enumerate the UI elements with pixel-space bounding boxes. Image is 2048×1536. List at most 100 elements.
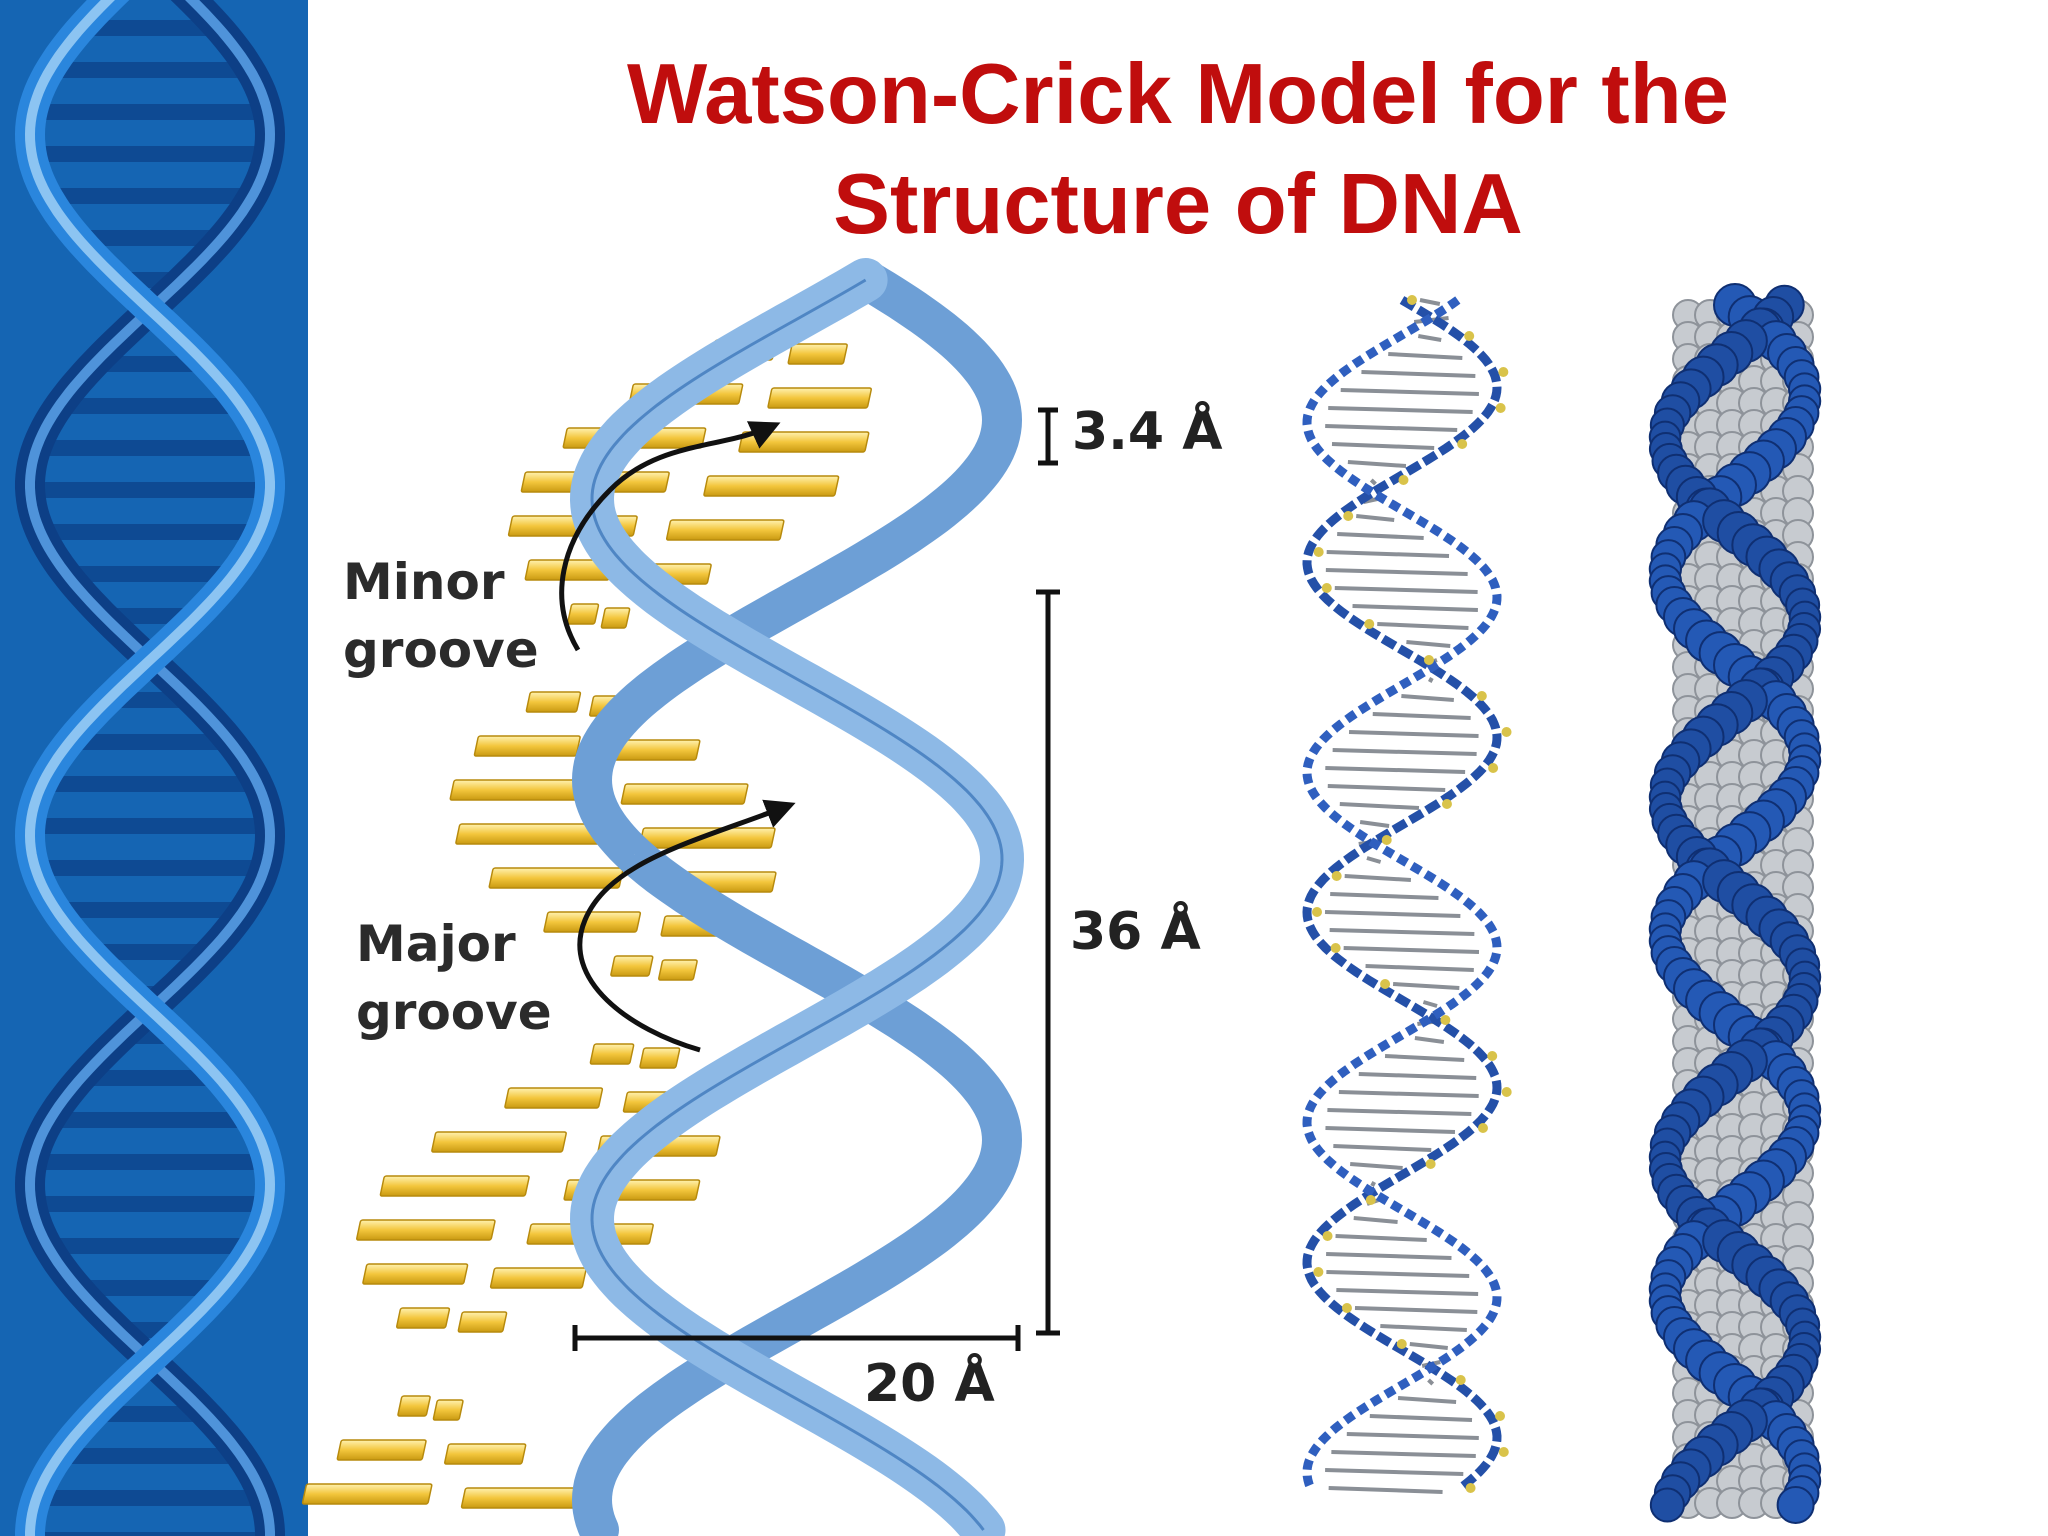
stick-base-pair: [1354, 1306, 1478, 1314]
base-pair-right: [703, 475, 840, 497]
stick-base-pair: [1350, 1162, 1403, 1170]
base-pair-left: [396, 1307, 451, 1329]
base-pair-left: [589, 1043, 635, 1065]
stick-base-pair: [1370, 1181, 1376, 1187]
base-pair-left: [431, 1131, 567, 1153]
stick-base-pair: [1414, 1036, 1445, 1044]
sidebar-rung: [30, 482, 270, 498]
stick-base-pair: [1343, 946, 1480, 954]
sidebar-rung: [30, 1196, 270, 1212]
stick-phosphorus: [1364, 619, 1375, 629]
sidebar-rung: [34, 1154, 266, 1170]
stick-base-pair: [1327, 784, 1446, 792]
sidebar-rung: [34, 104, 266, 120]
stick-base-pair: [1372, 712, 1471, 720]
stick-phosphorus: [1457, 439, 1468, 449]
stick-phosphorus: [1498, 367, 1509, 377]
sidebar-rung: [88, 20, 212, 36]
stick-phosphorus: [1501, 1087, 1512, 1097]
stick-base-pair: [1397, 1396, 1457, 1404]
stick-base-pair: [1326, 550, 1450, 558]
stick-phosphorus: [1380, 979, 1391, 989]
sidebar-rung: [64, 1448, 236, 1464]
stick-phosphorus: [1423, 655, 1434, 665]
base-pair-left: [504, 1087, 604, 1109]
sidebar-rung: [30, 1532, 270, 1536]
stick-base-pair: [1409, 1342, 1448, 1350]
sidebar-rung: [101, 356, 199, 372]
stick-base-pair: [1326, 1252, 1452, 1260]
stick-base-pair: [1346, 1432, 1479, 1440]
sidebar-strand-front-highlight: [24, 0, 276, 1536]
base-pair-right: [665, 519, 785, 541]
stick-phosphorus: [1441, 799, 1452, 809]
stick-base-pair: [1338, 1090, 1479, 1098]
base-pair-right: [444, 1443, 527, 1465]
sidebar-rung: [76, 734, 224, 750]
sidebar-rung: [71, 1280, 229, 1296]
rise-dimension-bar: [1038, 407, 1058, 466]
base-pair-right: [600, 607, 631, 629]
sidebar-rung: [31, 818, 269, 834]
stick-base-pair: [1337, 532, 1424, 540]
stick-base-pair: [1359, 820, 1390, 828]
title-line-1: Watson-Crick Model for the: [627, 47, 1729, 142]
stick-base-pair: [1327, 1108, 1472, 1116]
stick-base-pair: [1361, 370, 1476, 378]
pitch-label: 36 Å: [1070, 902, 1201, 962]
base-pair-left: [449, 779, 590, 801]
base-pair-left: [379, 1175, 530, 1197]
stick-phosphorus: [1498, 1447, 1509, 1457]
stick-base-pair: [1340, 388, 1479, 396]
sidebar-rung: [60, 566, 240, 582]
stick-base-pair: [1406, 640, 1451, 648]
stick-phosphorus: [1312, 907, 1323, 917]
stick-phosphorus: [1487, 1051, 1498, 1061]
stick-phosphorus: [1501, 727, 1512, 737]
base-pair-left: [473, 735, 581, 757]
sidebar-dna-decoration: [0, 0, 308, 1536]
major-groove-label: Major groove: [356, 910, 552, 1046]
stick-base-pair: [1384, 1054, 1465, 1062]
sidebar-strand-back-highlight: [24, 0, 276, 1536]
base-pair-left: [488, 867, 624, 889]
sidebar-rung: [88, 1070, 212, 1086]
stick-phosphorus: [1381, 835, 1392, 845]
stick-base-pair: [1422, 1000, 1438, 1008]
stick-base-pair: [1325, 1468, 1464, 1476]
base-pair-right: [639, 1047, 681, 1069]
stick-phosphorus: [1495, 1411, 1506, 1421]
stick-base-pair: [1347, 460, 1407, 468]
sidebar-rung: [33, 860, 267, 876]
stick-base-pair: [1325, 568, 1468, 576]
base-pair-right: [432, 1399, 464, 1421]
space-filling-model: [1648, 283, 1822, 1524]
stick-base-pair: [1333, 1144, 1432, 1152]
major-groove-label-line1: Major: [356, 915, 516, 973]
sidebar-rung: [51, 902, 249, 918]
stick-base-pair: [1392, 982, 1460, 990]
stick-phosphorus: [1313, 1267, 1324, 1277]
ribbon-helix-model: [301, 258, 1025, 1536]
stick-base-pair: [1325, 766, 1466, 774]
base-pair-left: [336, 1439, 427, 1461]
base-pair-right: [620, 783, 749, 805]
title-line-2: Structure of DNA: [833, 157, 1523, 252]
stick-phosphorus: [1407, 295, 1417, 305]
stick-base-pair: [1328, 406, 1473, 414]
minor-groove-arrow: [559, 421, 781, 652]
base-pair-right: [658, 959, 698, 981]
stick-base-pair: [1352, 604, 1478, 612]
major-groove-label-line2: groove: [356, 983, 552, 1041]
stick-base-pair: [1336, 1288, 1479, 1296]
base-pair-right: [738, 431, 870, 453]
stick-base-pair: [1380, 1324, 1467, 1332]
stick-base-pair: [1329, 928, 1475, 936]
blue-atom: [1649, 1487, 1685, 1523]
stick-phosphorus: [1331, 871, 1342, 881]
base-pair-left: [543, 911, 642, 933]
stick-base-pair: [1427, 1378, 1435, 1386]
base-pair-left: [455, 823, 606, 845]
sidebar-rung: [30, 146, 270, 162]
base-pair-left: [397, 1395, 431, 1417]
